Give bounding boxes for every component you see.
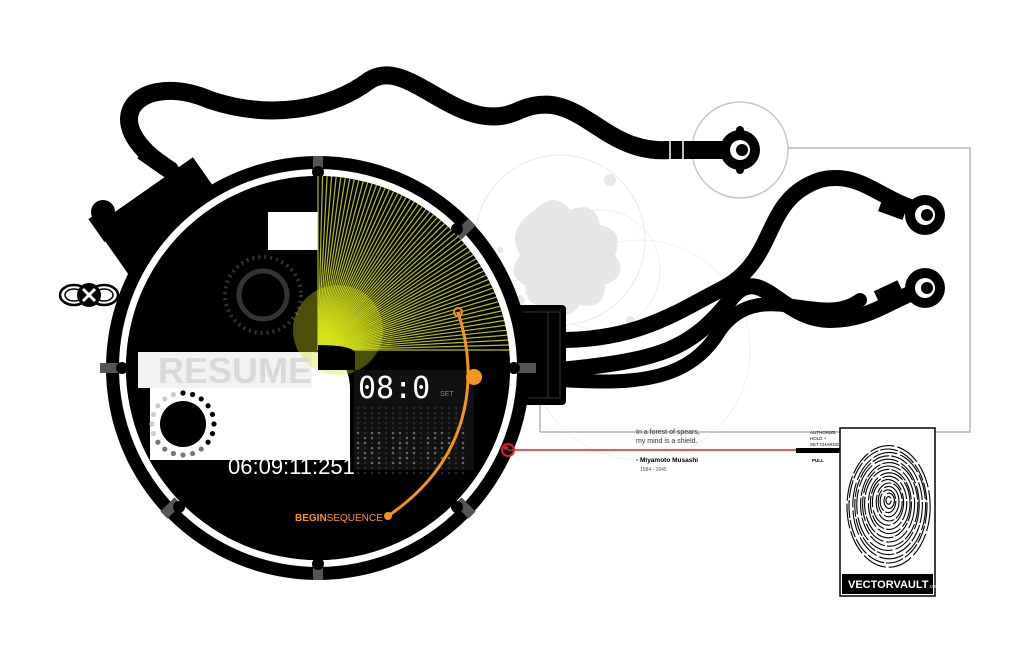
cable-connectors: [137, 141, 908, 306]
fuse-label-1: AUTHORIZE: [810, 430, 836, 435]
countdown-timer-value: 06:09:11:251: [228, 454, 355, 479]
socket-right-lower-icon: [905, 268, 945, 308]
fuse-label-2: HOLD +: [810, 436, 827, 441]
resume-label: RESUME: [158, 350, 312, 391]
fingerprint-icon[interactable]: [846, 445, 931, 568]
brand-logo: VECTORVAULT.com: [848, 579, 939, 591]
spinner-icon: [149, 390, 217, 458]
clock-sub-label: SET: [440, 391, 454, 398]
progress-arc: [384, 307, 482, 520]
timer-face: [126, 176, 510, 560]
begin-sequence-button[interactable]: BEGINSEQUENCE: [295, 513, 383, 524]
clock-digits: 08:0: [358, 371, 430, 406]
progress-knob[interactable]: [466, 369, 482, 385]
sunburst-panel: [293, 176, 510, 375]
fingerprint-card: VECTORVAULT.com: [839, 427, 939, 597]
red-trigger-wire: [501, 443, 842, 457]
pull-label[interactable]: PULL: [812, 458, 824, 463]
fuse-label-3: SET CHARGE: [810, 442, 839, 447]
quote-author: - Miyamoto Musashi: [636, 457, 698, 464]
socket-top-icon: [720, 126, 760, 174]
quote-line-1: In a forest of spears,: [636, 429, 700, 436]
quote-years: 1584 - 1645: [640, 467, 667, 473]
cables: [120, 66, 928, 389]
quote-line-2: my mind is a shield.: [636, 438, 698, 445]
socket-right-upper-icon: [905, 195, 945, 235]
bezel-bolts: [116, 166, 520, 570]
infinity-x-icon: [58, 283, 120, 307]
